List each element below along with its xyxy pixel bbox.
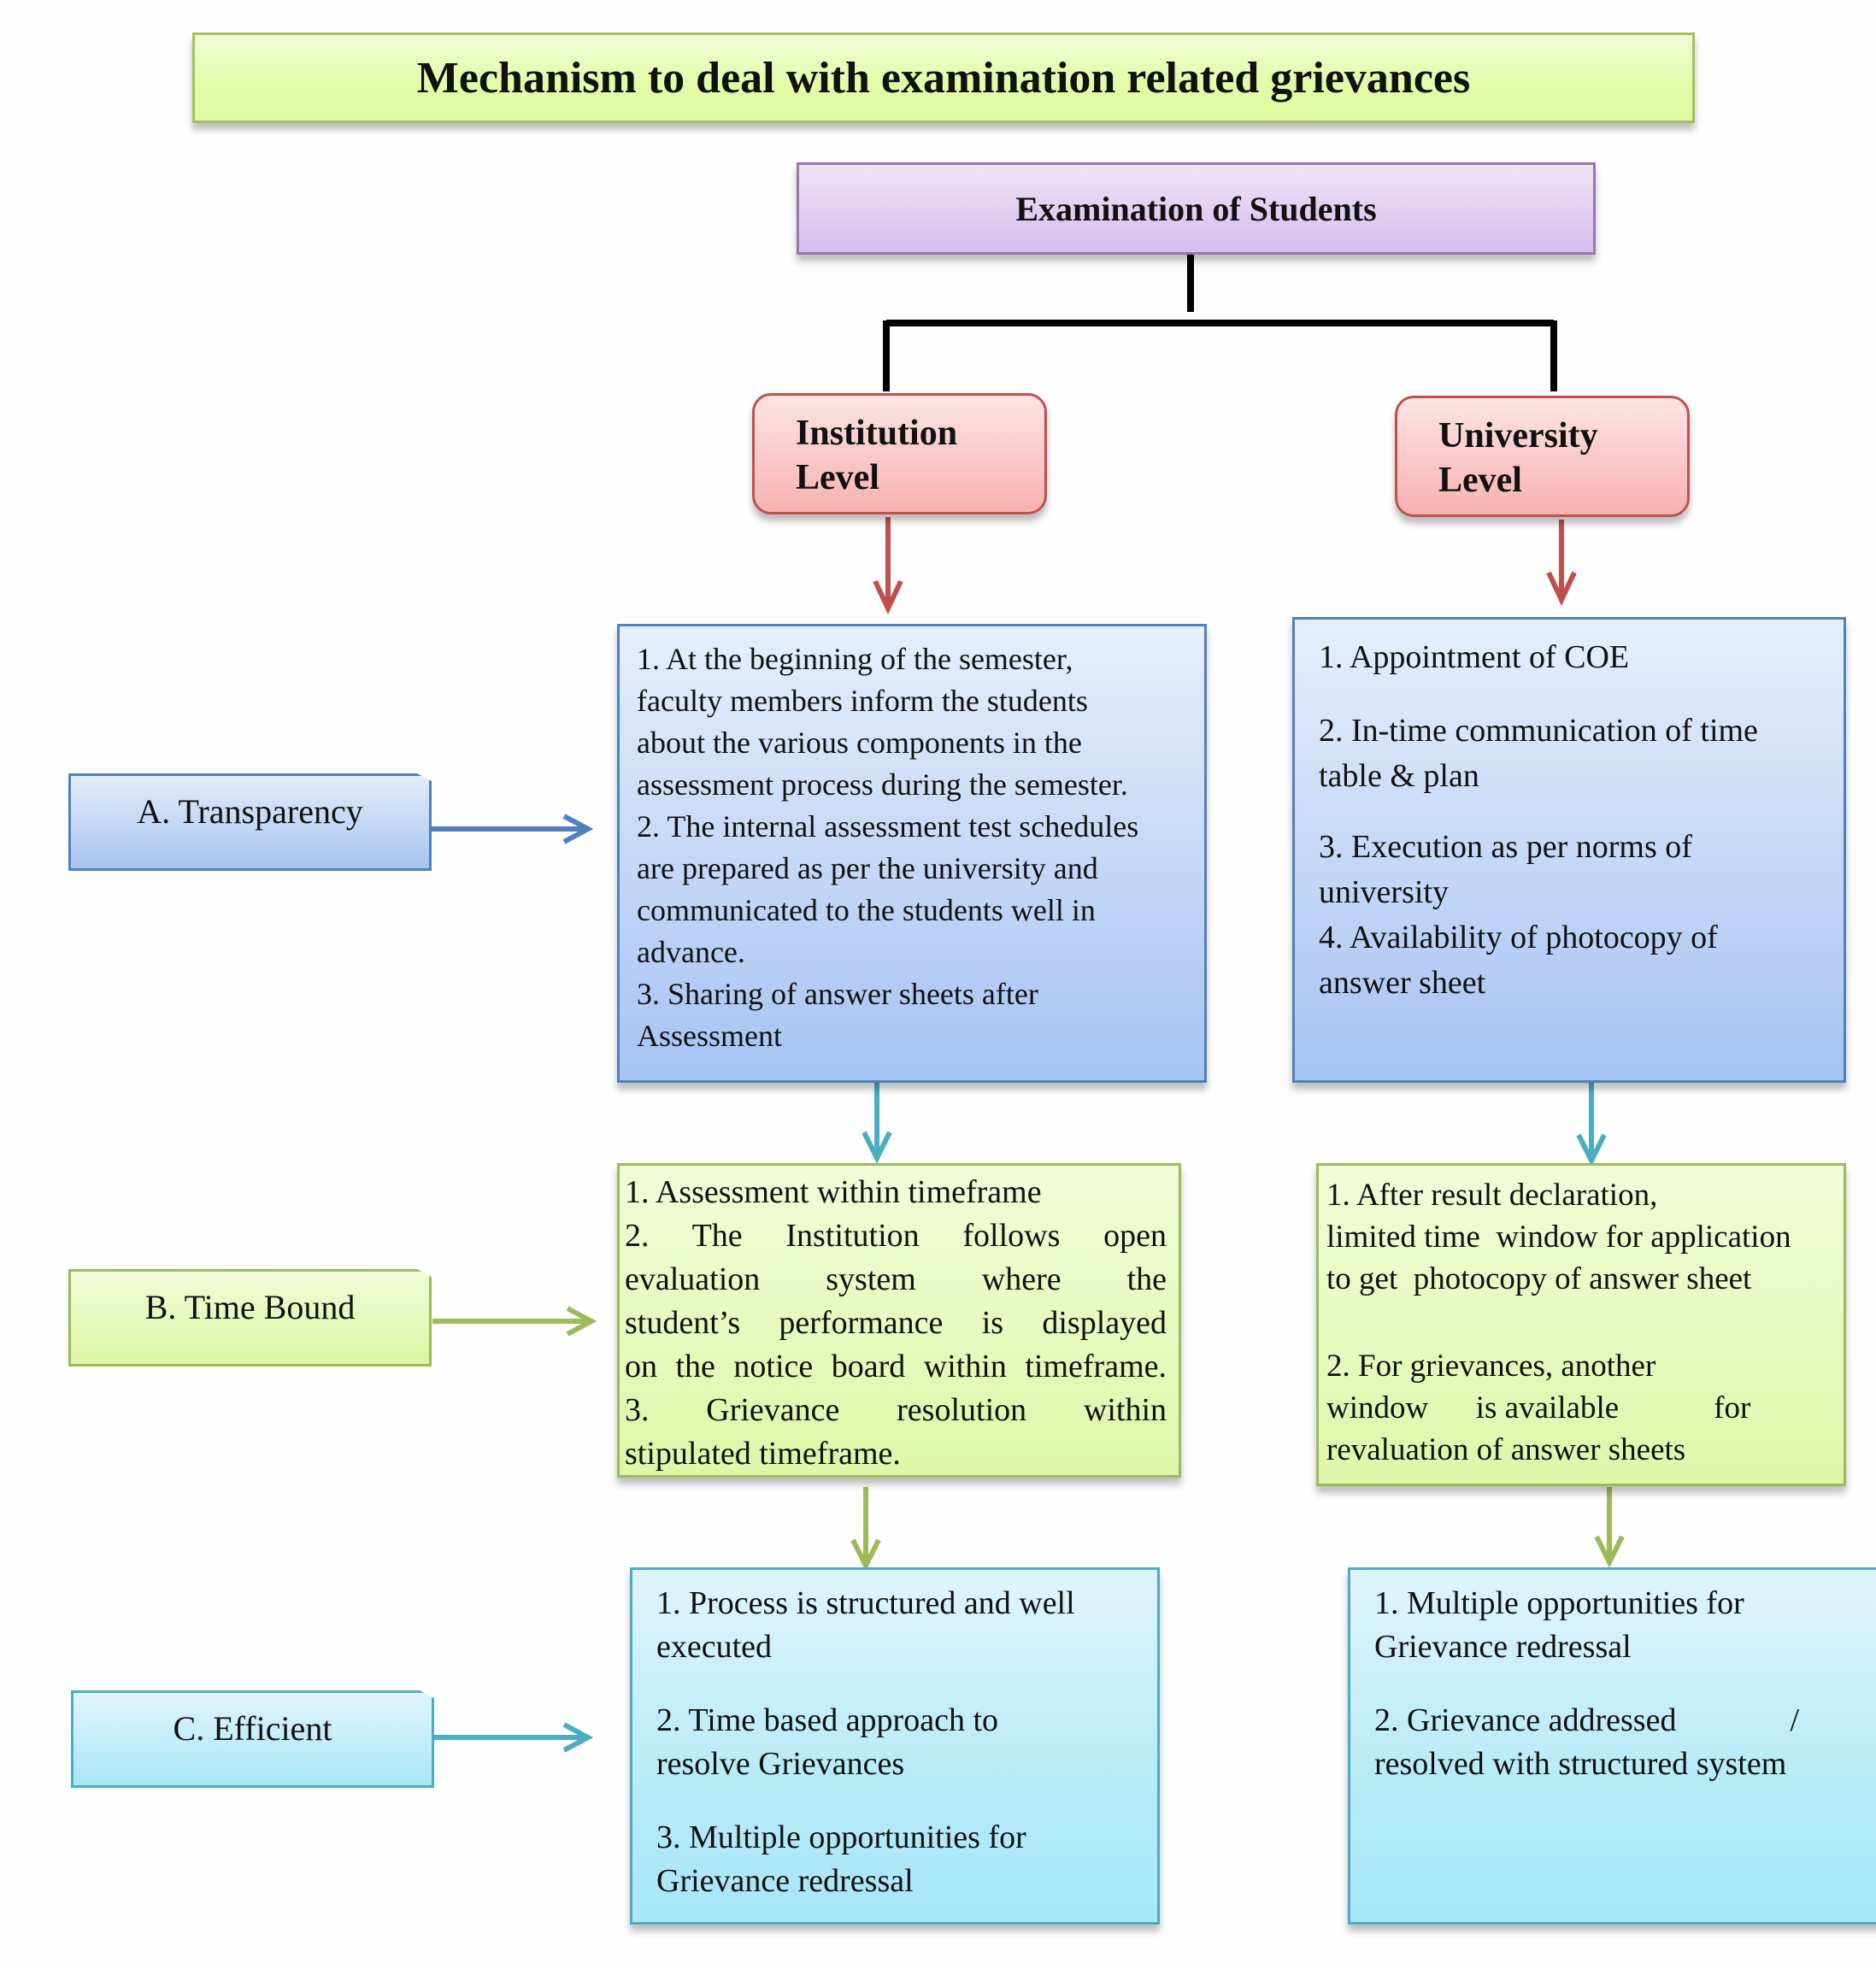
text-line: stipulated timeframe. — [625, 1436, 901, 1472]
text-line: Assessment — [637, 1019, 782, 1053]
list-item: 2. In-time communication of time table &… — [1319, 708, 1844, 799]
text-line: answer sheet — [1319, 965, 1486, 1001]
text-line: are prepared as per the university and — [637, 851, 1098, 885]
text-line: resolve Grievances — [656, 1746, 905, 1782]
criterion-time-bound: B. Time Bound — [68, 1269, 432, 1367]
institution-time-bound-box: 1. Assessment within timeframe 2. The In… — [617, 1163, 1181, 1478]
text-line: 2. Time based approach to — [656, 1702, 999, 1738]
text-line: 1. Multiple opportunities for — [1374, 1585, 1744, 1621]
criterion-transparency: A. Transparency — [68, 773, 432, 871]
root-node-examination: Examination of Students — [797, 162, 1596, 255]
list-item: 1. Process is structured and well execut… — [656, 1582, 1157, 1669]
text-line: 3. Sharing of answer sheets after — [637, 977, 1038, 1011]
list-item: 2. For grievances, another window is ava… — [1326, 1345, 1844, 1471]
text-line: executed — [656, 1629, 773, 1665]
text-line: revaluation of answer sheets — [1326, 1432, 1686, 1467]
diagram-title: Mechanism to deal with examination relat… — [192, 32, 1695, 123]
arrow-transparency — [430, 814, 594, 844]
text-line: student’s performance is displayed — [625, 1305, 1167, 1341]
text-line: 1. At the beginning of the semester, — [637, 642, 1073, 676]
arrow-institution-timebound-to-efficient — [850, 1487, 881, 1572]
university-transparency-box: 1. Appointment of COE 2. In-time communi… — [1292, 617, 1846, 1083]
arrow-institution-transparency-to-timebound — [862, 1082, 892, 1164]
text-line: window is available for — [1326, 1390, 1751, 1425]
text-line: Grievance redressal — [656, 1863, 914, 1899]
institution-efficient-box: 1. Process is structured and well execut… — [630, 1567, 1160, 1925]
list-item: 2. Grievance addressed / resolved with s… — [1374, 1699, 1876, 1786]
text-line: communicated to the students well in — [637, 893, 1096, 927]
list-item: 1. Multiple opportunities for Grievance … — [1374, 1582, 1876, 1669]
text-line: advance. — [637, 935, 745, 969]
list-item: 4. Availability of photocopy of answer s… — [1319, 915, 1844, 1006]
university-level-line2: Level — [1438, 461, 1522, 500]
criterion-efficient: C. Efficient — [71, 1690, 434, 1788]
text-line: 3. Multiple opportunities for — [656, 1819, 1026, 1855]
list-item: 2. Time based approach to resolve Grieva… — [656, 1699, 1157, 1786]
text-line: 1. Process is structured and well — [656, 1585, 1075, 1621]
list-item: 3. Multiple opportunities for Grievance … — [656, 1816, 1157, 1903]
arrow-university-timebound-to-efficient — [1594, 1487, 1625, 1568]
text-line: 1. Appointment of COE — [1319, 639, 1630, 675]
list-item: 3. Execution as per norms of university — [1319, 825, 1844, 915]
text-line: evaluation system where the — [625, 1261, 1167, 1297]
arrow-efficient — [430, 1722, 594, 1753]
university-efficient-box: 1. Multiple opportunities for Grievance … — [1348, 1567, 1876, 1925]
text-line: 2. The Institution follows open — [625, 1218, 1167, 1254]
text-line: on the notice board within timeframe. — [625, 1349, 1167, 1384]
text-line: 2. For grievances, another — [1326, 1349, 1656, 1384]
text-line: assessment process during the semester. — [637, 767, 1128, 802]
institution-level-line2: Level — [796, 458, 879, 497]
university-time-bound-box: 1. After result declaration, limited tim… — [1316, 1163, 1846, 1486]
text-line: Grievance redressal — [1374, 1629, 1632, 1665]
text-line: 1. Assessment within timeframe — [625, 1174, 1042, 1210]
institution-transparency-box: 1. At the beginning of the semester, fac… — [617, 624, 1207, 1083]
institution-level-line1: Institution — [796, 414, 958, 453]
text-line: table & plan — [1319, 758, 1479, 794]
text-line: to get photocopy of answer sheet — [1326, 1261, 1752, 1296]
text-line: 3. Execution as per norms of — [1319, 829, 1692, 865]
text-line: 4. Availability of photocopy of — [1319, 920, 1718, 955]
text-line: resolved with structured system — [1374, 1746, 1787, 1782]
arrow-institution-down — [873, 517, 903, 615]
text-line: limited time window for application — [1326, 1220, 1791, 1255]
university-level-line1: University — [1438, 416, 1598, 456]
text-line: 2. In-time communication of time — [1319, 713, 1758, 749]
arrow-time-bound — [432, 1306, 597, 1337]
list-item: 1. After result declaration, limited tim… — [1326, 1174, 1844, 1300]
text-line: 2. Grievance addressed / — [1374, 1702, 1800, 1738]
list-item: 1. Appointment of COE — [1319, 635, 1844, 680]
text-line: 1. After result declaration, — [1326, 1178, 1658, 1213]
node-institution-level: Institution Level — [752, 393, 1047, 514]
text-line: faculty members inform the students — [637, 684, 1088, 718]
text-line: university — [1319, 874, 1449, 910]
text-line: 3. Grievance resolution within — [625, 1392, 1167, 1428]
tree-connector — [883, 255, 1557, 391]
arrow-university-down — [1546, 520, 1577, 607]
node-university-level: University Level — [1395, 396, 1690, 517]
text-line: about the various components in the — [637, 726, 1082, 760]
text-line: 2. The internal assessment test schedule… — [637, 809, 1139, 843]
arrow-university-transparency-to-timebound — [1576, 1082, 1607, 1167]
